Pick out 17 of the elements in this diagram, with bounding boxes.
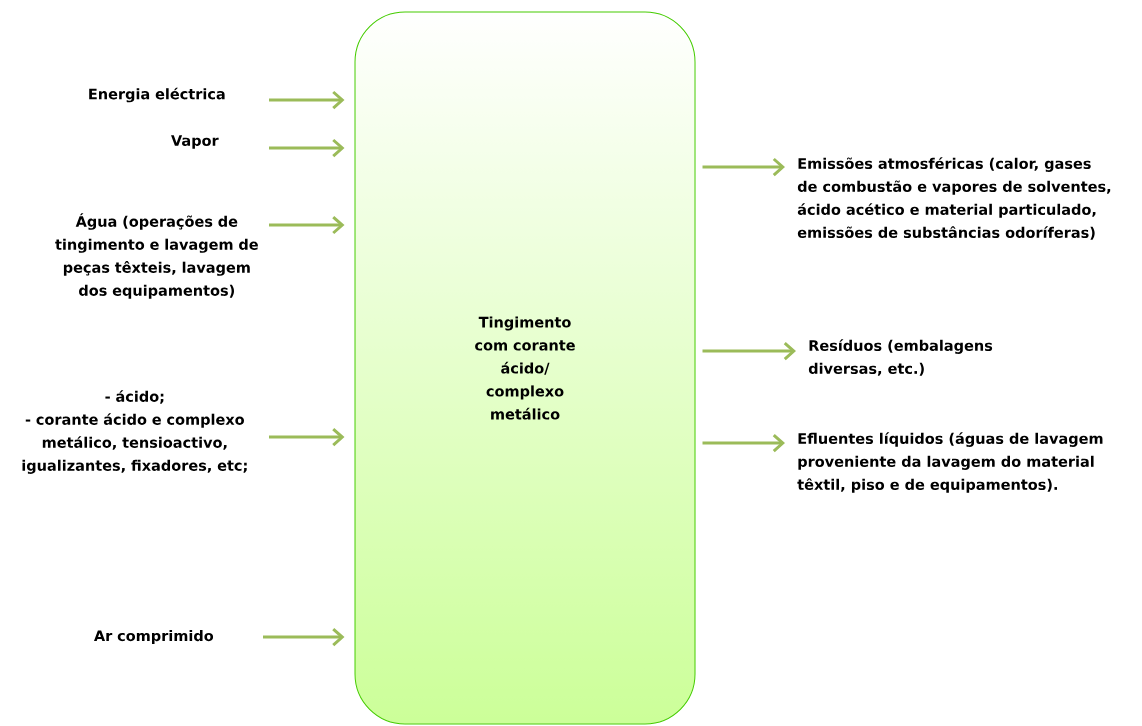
arrow bbox=[702, 341, 796, 361]
flow-label: Ar comprimido bbox=[94, 630, 214, 644]
flow-label: Energia eléctrica bbox=[89, 87, 225, 103]
flow-label: Emissões atmosféricas (calor, gases de combustão e vapores de solventes, ácido acético e material particulado, emissões de substâncias odoríferas) bbox=[797, 157, 1111, 240]
flow-label: Água (operações de tingimento e lavagem de peças têxteis, lavagem dos equipamentos) bbox=[55, 213, 258, 299]
flow-label: Resíduos (embalagens diversas, etc.) bbox=[808, 339, 993, 376]
flow-label: - ácido; - corante ácido e complexo metálico, tensioactivo, igualizantes, fixadores, etc; bbox=[22, 390, 247, 474]
arrow bbox=[263, 627, 345, 647]
flow-label: Vapor bbox=[171, 135, 219, 149]
arrow bbox=[269, 90, 345, 110]
arrow bbox=[702, 157, 785, 177]
arrow bbox=[269, 427, 345, 447]
process-box: Tingimento com corante ácido/ complexo metálico bbox=[354, 11, 696, 725]
arrow bbox=[269, 215, 345, 235]
flow-label: Efluentes líquidos (águas de lavagem proveniente da lavagem do material têxtil, piso e de equipamentos). bbox=[797, 432, 1103, 493]
arrow bbox=[269, 138, 345, 158]
arrow bbox=[702, 433, 785, 453]
